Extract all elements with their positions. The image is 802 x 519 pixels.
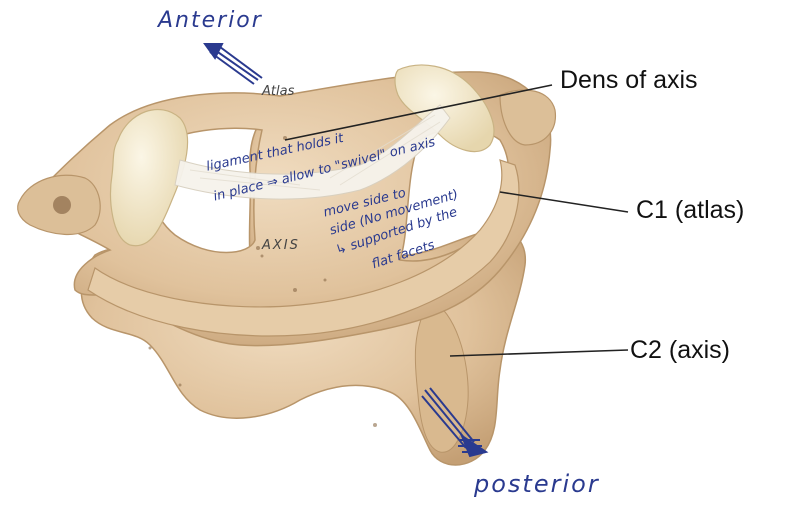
label-c2-axis: C2 (axis) [630, 336, 731, 364]
label-c1-atlas: C1 (atlas) [636, 196, 745, 224]
note-atlas: Atlas [262, 84, 295, 99]
right-articular-facet [394, 64, 495, 153]
c1-leader-line [499, 191, 629, 213]
note-axis: AXIS [262, 238, 300, 253]
dens-leader-line [284, 84, 553, 141]
c2-leader-line [449, 349, 629, 357]
posterior-arrow-icon [421, 387, 489, 458]
note-anterior: Anterior [158, 8, 263, 33]
left-articular-facet [110, 108, 189, 247]
label-dens-of-axis: Dens of axis [560, 66, 698, 94]
transverse-ligament [174, 104, 451, 200]
anterior-arrow-icon [203, 43, 263, 85]
note-posterior: posterior [474, 470, 600, 498]
